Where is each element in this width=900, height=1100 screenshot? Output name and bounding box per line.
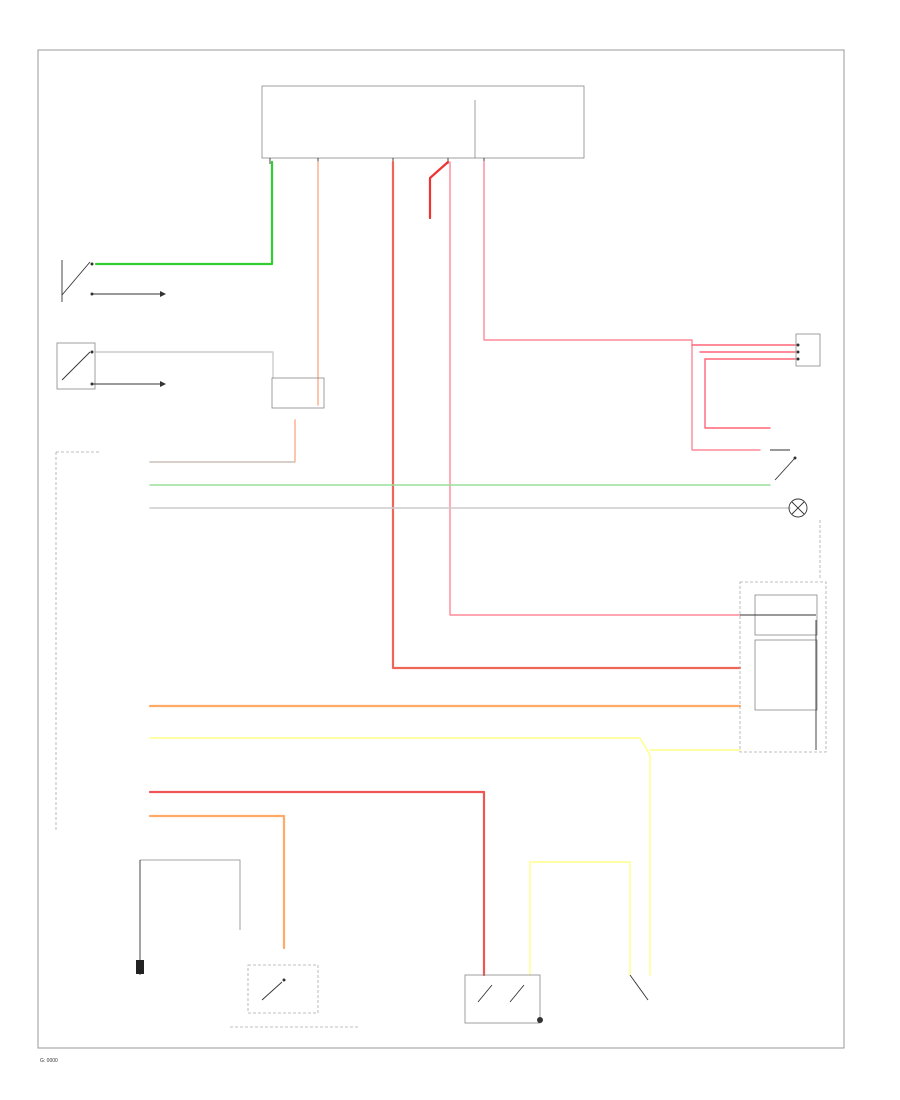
right-connector xyxy=(795,333,821,367)
wire-green-top xyxy=(94,160,274,266)
switch-top-left xyxy=(61,260,166,302)
junction-block xyxy=(271,377,325,409)
right-lamp xyxy=(788,498,808,518)
wire-gray-switch2 xyxy=(95,351,274,379)
top-control-module xyxy=(261,85,585,164)
wire-salmon-drop xyxy=(149,419,296,463)
right-switch xyxy=(770,449,797,481)
wire-orange-bottom xyxy=(148,814,286,950)
wire-pink-right xyxy=(483,161,761,451)
bottom-left-module xyxy=(136,859,241,975)
wire-pink-drop xyxy=(704,358,771,429)
wire-red-bottom xyxy=(148,790,486,977)
switch-second-left xyxy=(56,342,166,390)
wire-red-main xyxy=(391,160,742,670)
bottom-switch-right xyxy=(629,974,649,1001)
wire-pink-cluster xyxy=(449,161,741,616)
footer-label: G: 0000 xyxy=(40,1058,58,1064)
wire-yellow-door xyxy=(149,737,651,976)
diagram-frame xyxy=(37,49,845,1049)
bottom-switch-center xyxy=(464,974,543,1024)
bottom-switch-left xyxy=(247,964,319,1014)
instrument-cluster xyxy=(739,581,827,753)
wire-yellow-loop xyxy=(529,861,631,976)
wire-red-short xyxy=(428,160,450,220)
